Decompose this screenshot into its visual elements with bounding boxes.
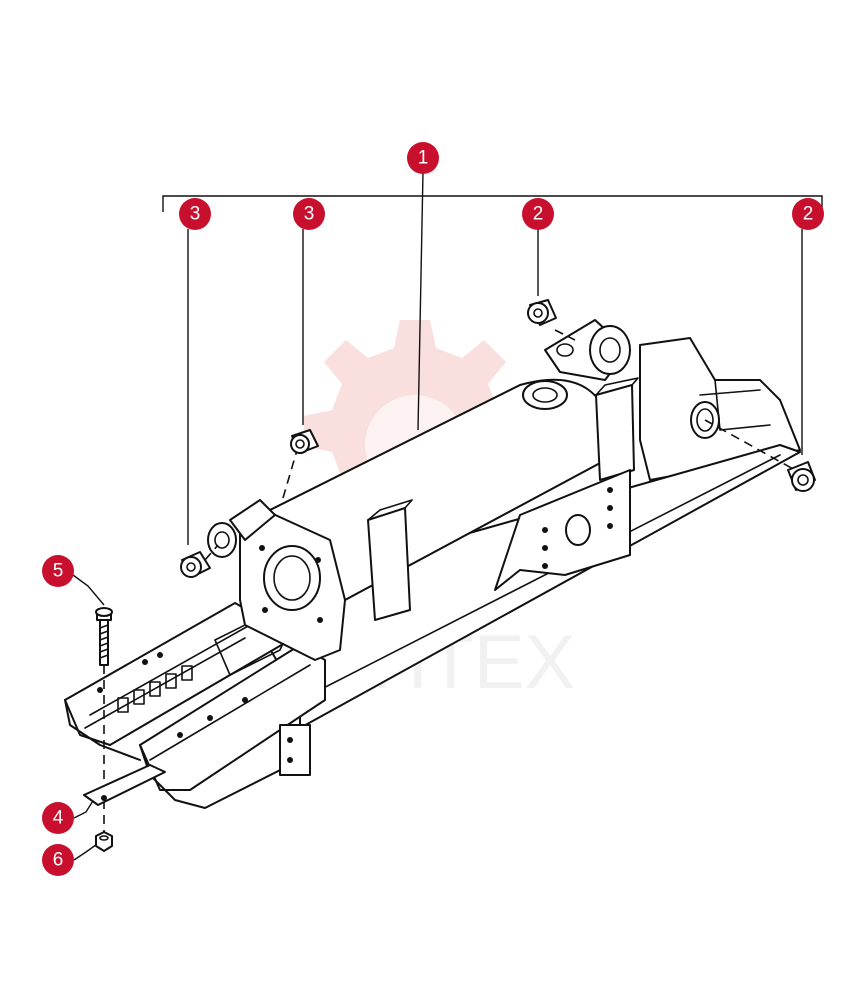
- leader-lines: [72, 171, 803, 861]
- callout-1-main-cylinder[interactable]: 1: [407, 142, 439, 174]
- svg-text:1: 1: [418, 148, 429, 169]
- callout-4-plate[interactable]: 4: [42, 802, 74, 834]
- frame-assembly: [64, 337, 801, 809]
- bushing-3-mid: [290, 429, 319, 454]
- bolt: [95, 607, 113, 666]
- bushing-2-right: [787, 461, 816, 492]
- bushing-2-mid: [527, 299, 557, 326]
- callout-3-mid-bushing[interactable]: 3: [293, 198, 325, 230]
- callout-5-bolt[interactable]: 5: [42, 555, 74, 587]
- callout-6-nut[interactable]: 6: [42, 844, 74, 876]
- callout-3-left-bushing[interactable]: 3: [179, 198, 211, 230]
- svg-text:6: 6: [53, 850, 64, 871]
- callout-2-mid-bushing[interactable]: 2: [522, 198, 554, 230]
- svg-text:3: 3: [190, 204, 201, 225]
- svg-text:3: 3: [304, 204, 315, 225]
- svg-text:2: 2: [533, 204, 544, 225]
- svg-text:5: 5: [53, 561, 64, 582]
- svg-text:2: 2: [803, 204, 814, 225]
- bushing-3-left: [180, 551, 211, 578]
- group-bracket: [162, 195, 823, 212]
- plate: [83, 764, 166, 806]
- nut: [95, 831, 113, 852]
- main-cylinder: [207, 319, 639, 661]
- svg-text:4: 4: [53, 808, 64, 829]
- callout-2-right-bushing[interactable]: 2: [792, 198, 824, 230]
